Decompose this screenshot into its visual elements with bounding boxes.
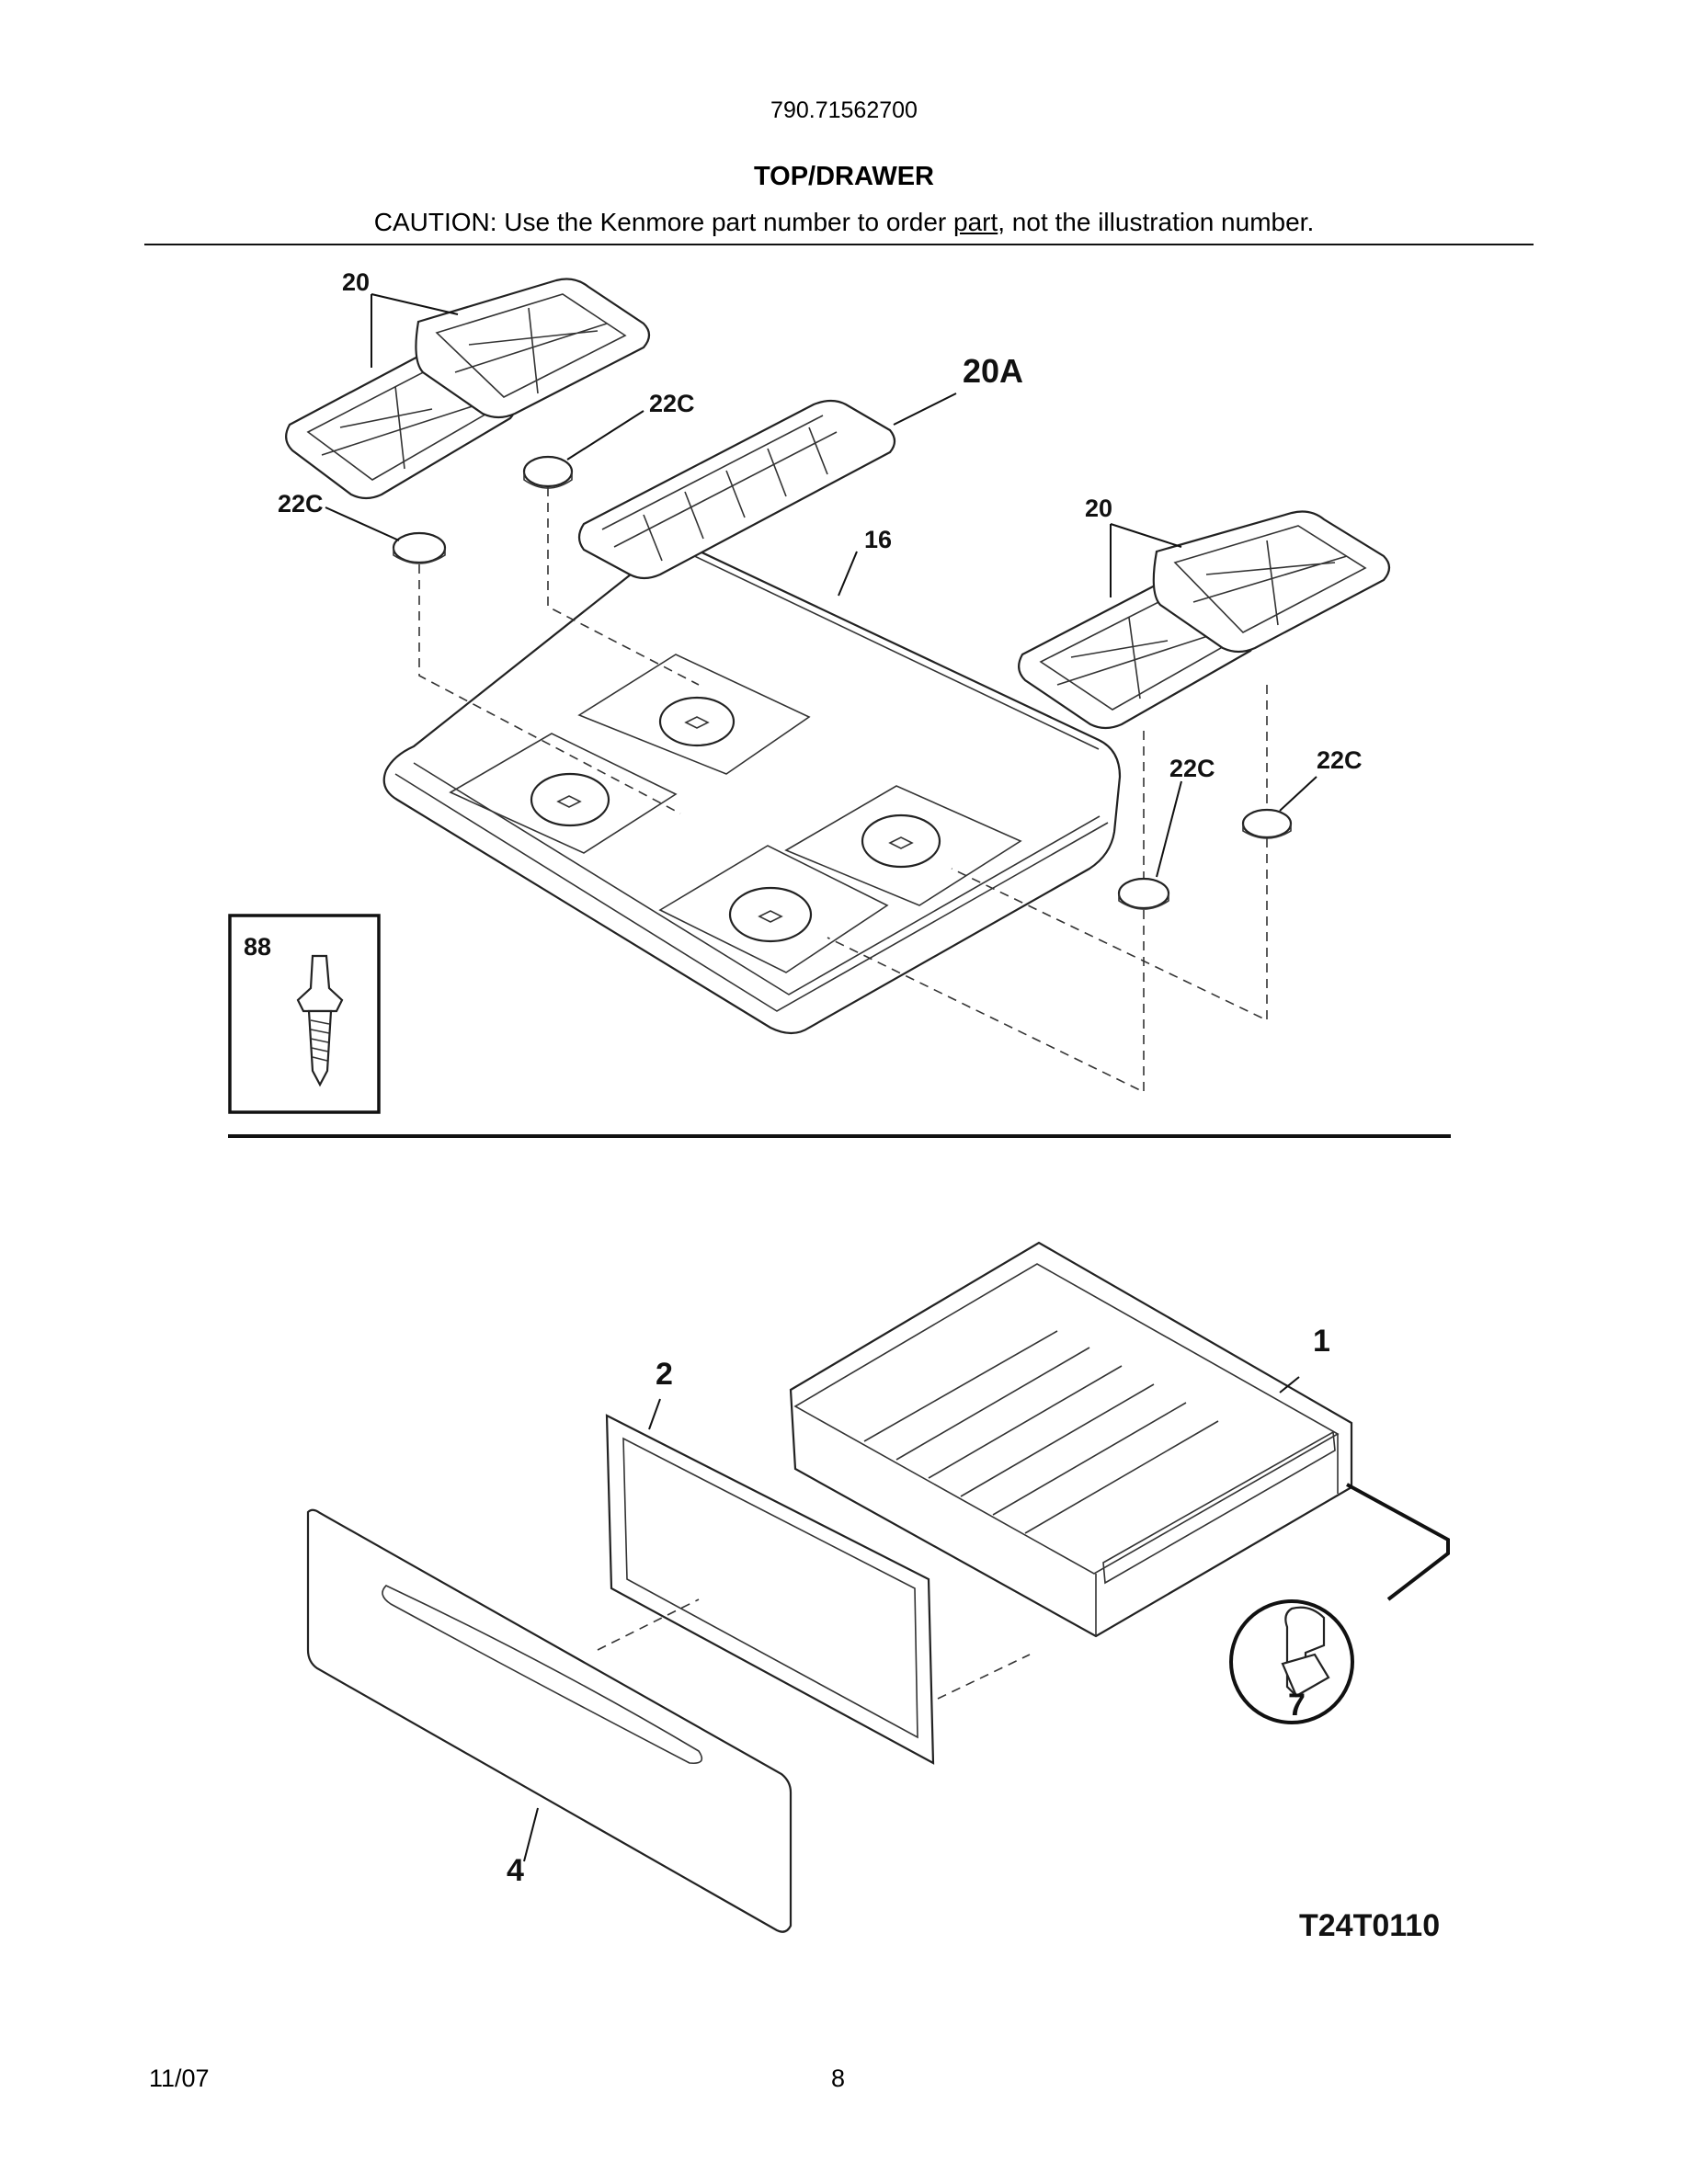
grate-left-pair (285, 278, 651, 500)
roller-clip-leader (1346, 1483, 1450, 1601)
drawer-liner-panel (605, 1414, 935, 1765)
assembly-line-right-grate (1143, 685, 1268, 878)
assembly-line-left-upper (547, 487, 700, 686)
footer-page-number: 8 (831, 2065, 846, 2092)
grate-foot-left-lower (392, 531, 447, 564)
leveling-screw (296, 954, 344, 1087)
label-foot-left-lower: 22C (278, 490, 324, 518)
assembly-line-drawer-b (937, 1654, 1031, 1700)
leader-lines-bottom (523, 1376, 1300, 1862)
label-foot-right-b: 22C (1317, 746, 1363, 774)
label-grate-center: 20A (963, 352, 1023, 390)
label-roller-clip: 7 (1288, 1688, 1306, 1723)
leader-lines-top (325, 293, 1317, 878)
label-grate-right: 20 (1085, 495, 1112, 522)
assembly-line-drawer-a (597, 1598, 700, 1651)
label-foot-right-a: 22C (1169, 755, 1215, 782)
cooktop (382, 540, 1122, 1035)
grate-foot-right-b (1241, 808, 1293, 839)
label-drawer-body: 1 (1313, 1324, 1330, 1359)
grate-right-pair (1018, 510, 1391, 730)
grate-foot-right-a (1117, 877, 1170, 910)
label-foot-left-upper: 22C (649, 390, 695, 417)
grate-center (577, 399, 896, 580)
page-title: TOP/DRAWER (753, 162, 935, 191)
model-number: 790.71562700 (770, 97, 918, 123)
grate-foot-left-upper (522, 455, 574, 489)
drawer-front-panel (306, 1508, 793, 1933)
screw-inset-frame (228, 914, 381, 1114)
label-drawer-liner: 2 (656, 1357, 673, 1392)
footer-date: 11/07 (149, 2065, 210, 2092)
label-drawer-front: 4 (507, 1853, 524, 1888)
roller-clip (1281, 1606, 1330, 1698)
caution-note: CAUTION: Use the Kenmore part number to … (0, 208, 1688, 237)
caution-text-underlined: part (953, 208, 998, 236)
caution-text-end: , not the illustration number. (998, 208, 1315, 236)
assembly-line-left (418, 564, 681, 814)
assembly-line-right-b (951, 838, 1268, 1022)
diagram-code: T24T0110 (1299, 1908, 1440, 1943)
caution-text-start: CAUTION: Use the Kenmore part number to … (373, 208, 953, 236)
label-cooktop: 16 (864, 526, 892, 553)
label-screw-inset: 88 (244, 933, 271, 961)
label-grate-left: 20 (342, 268, 370, 296)
